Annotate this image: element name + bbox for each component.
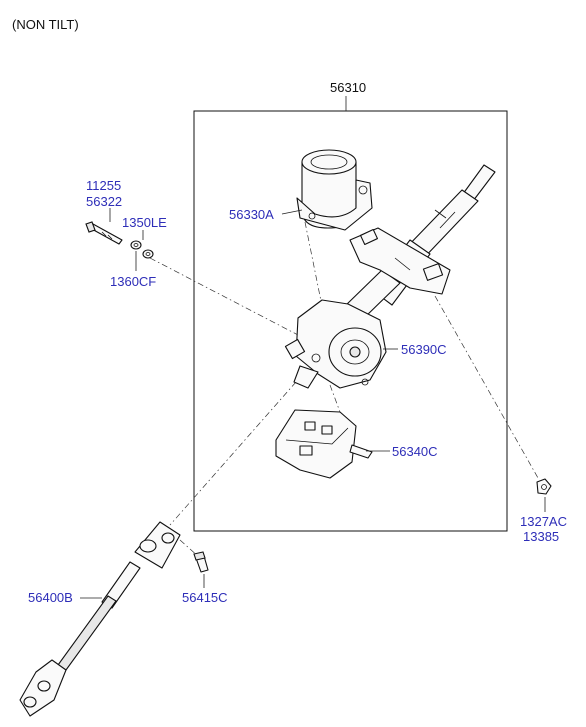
gear-housing-56390c (284, 299, 387, 389)
electric-motor-56330a (296, 149, 373, 231)
label-1327ac[interactable]: 1327AC (520, 514, 567, 529)
diagram-title: (NON TILT) (12, 17, 79, 32)
label-56390c[interactable]: 56390C (401, 342, 447, 357)
label-1350le[interactable]: 1350LE (122, 215, 167, 230)
assembly-ref-56310: 56310 (330, 80, 366, 95)
nut-1350le (142, 249, 154, 259)
nut-1327ac (536, 478, 552, 495)
label-56330a[interactable]: 56330A (229, 207, 274, 222)
upper-mounting-bracket (349, 227, 451, 295)
label-56400b[interactable]: 56400B (28, 590, 73, 605)
controller-unit-56340c (275, 409, 373, 479)
label-1360cf[interactable]: 1360CF (110, 274, 156, 289)
label-11255[interactable]: 11255 (86, 178, 121, 193)
assembly-guide-lines (149, 221, 539, 559)
label-56415c[interactable]: 56415C (182, 590, 228, 605)
label-56340c[interactable]: 56340C (392, 444, 438, 459)
label-56322[interactable]: 56322 (86, 194, 122, 209)
bolt-11255 (85, 221, 123, 245)
bolt-56415c (193, 551, 209, 573)
label-13385[interactable]: 13385 (523, 529, 559, 544)
leader-lines (80, 208, 546, 599)
intermediate-shaft-56400b (19, 521, 181, 717)
washer-1360cf (130, 240, 142, 250)
assembly-frame: 56310 (193, 80, 508, 532)
